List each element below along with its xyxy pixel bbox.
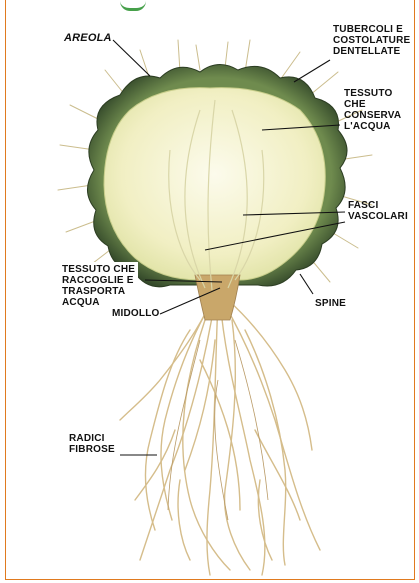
cactus-flesh — [104, 88, 325, 280]
label-fasci-vascolari: FASCI VASCOLARI — [348, 200, 408, 222]
label-radici-fibrose: RADICI FIBROSE — [69, 433, 115, 455]
label-tubercoli: TUBERCOLI E COSTOLATURE DENTELLATE — [333, 24, 410, 57]
label-tessuto-trasporta: TESSUTO CHE RACCOGLIE E TRASPORTA ACQUA — [59, 262, 138, 310]
label-midollo: MIDOLLO — [112, 308, 160, 319]
roots — [120, 300, 320, 575]
label-areola: AREOLA — [64, 33, 112, 44]
label-tessuto-acqua: TESSUTO CHE CONSERVA L'ACQUA — [344, 88, 401, 132]
label-spine: SPINE — [315, 298, 346, 309]
